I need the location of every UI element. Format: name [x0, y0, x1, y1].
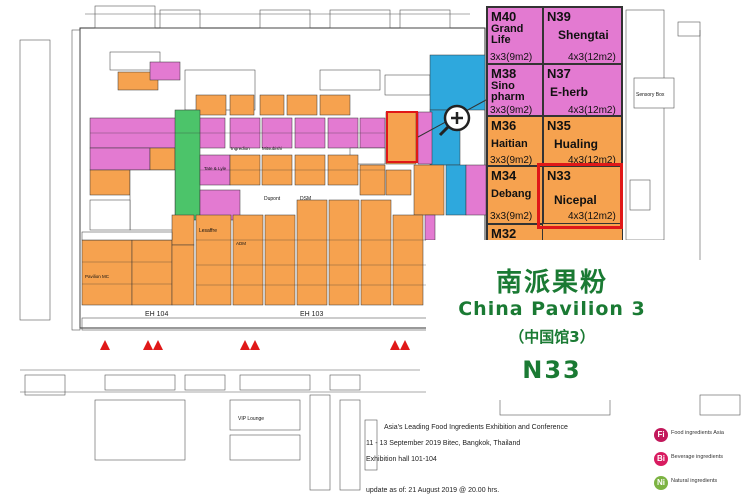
pavilion-name-cn2: （中国馆3）: [509, 328, 595, 346]
map-label-dupont: Dupont: [264, 196, 281, 202]
highlight-box-n33: [537, 163, 623, 229]
event-hall: Exhibition hall 101-104: [366, 456, 437, 463]
booth-size: 4x3(12m2): [568, 52, 616, 63]
booth-code: N37: [547, 66, 571, 81]
right-area: [625, 9, 701, 260]
booth-code: M40: [491, 9, 517, 24]
booth-code: M38: [491, 66, 517, 81]
pavilion-name-en: China Pavilion 3: [458, 298, 646, 320]
logo-label-ni: Natural ingredients: [671, 478, 718, 484]
zoom-panel: M40 Grand Life 3x3(9m2) N39 Shengtai 4x3…: [486, 6, 623, 242]
left-wall: [19, 29, 81, 331]
booth-name: Nicepal: [554, 193, 597, 207]
logo-label-bi: Beverage ingredients: [671, 454, 723, 460]
ni-logo-icon: Ni: [654, 476, 668, 490]
hall-label-eh104: EH 104: [145, 311, 168, 318]
event-dates: 11 - 13 September 2019 Bitec, Bangkok, T…: [366, 440, 521, 447]
booth-n37[interactable]: N37 E-herb 4x3(12m2): [543, 64, 622, 116]
booth-size: 3x3(9m2): [490, 105, 533, 116]
booth-size: 4x3(12m2): [568, 211, 616, 222]
booth-code: M32: [491, 226, 517, 241]
booth-name: Hualing: [554, 137, 598, 151]
booth-m34[interactable]: M34 Debang 3x3(9m2): [487, 166, 543, 224]
pavilion-name-cn: 南派果粉: [495, 268, 608, 298]
pavilion-booth-number: N33: [522, 356, 582, 384]
booth-m36[interactable]: M36 Haitian 3x3(9m2): [487, 116, 543, 166]
booth-name: Grand Life: [491, 23, 524, 46]
booth-n33[interactable]: N33 Nicepal 4x3(12m2): [543, 166, 622, 224]
update-timestamp: update as of: 21 August 2019 @ 20.00 hrs…: [366, 487, 500, 494]
map-label-pavilion-mc: Pavilion MC: [85, 274, 110, 279]
booth-size: 3x3(9m2): [490, 155, 533, 166]
booth-size: 3x3(9m2): [490, 211, 533, 222]
hall-label-eh103: EH 103: [300, 311, 323, 318]
top-rooms: [85, 5, 470, 29]
booth-blocks-upper: [81, 51, 487, 306]
booth-code: M34: [491, 168, 517, 183]
booth-name: Haitian: [491, 138, 528, 150]
fi-logo-icon: Fi: [654, 428, 668, 442]
map-label-ingredion: Ingredion: [231, 146, 250, 151]
booth-n35[interactable]: N35 Hualing 4x3(12m2): [543, 116, 622, 166]
map-label-mitsubishi: Mitsubishi: [262, 146, 282, 151]
map-label-sensory-box: Sensory Box: [636, 92, 665, 98]
booth-code: N33: [547, 168, 571, 183]
booth-code: M36: [491, 118, 517, 133]
bi-logo-icon: Bi: [654, 452, 668, 466]
booth-size: 3x3(9m2): [490, 52, 533, 63]
map-label-dsm: DSM: [300, 196, 311, 202]
booth-name: Shengtai: [558, 28, 609, 42]
map-label-tate-lyle: Tate & Lyle: [204, 166, 227, 171]
booth-m32[interactable]: M32: [487, 224, 543, 241]
booth-size: 4x3(12m2): [568, 155, 616, 166]
booth-size: 4x3(12m2): [568, 105, 616, 116]
booth-m38[interactable]: M38 Sino pharm 3x3(9m2): [487, 64, 543, 116]
logo-label-fi: Food ingredients Asia: [671, 430, 724, 436]
highlight-box-map: [386, 111, 418, 163]
booth-name: E-herb: [550, 85, 589, 99]
booth-code: N35: [547, 118, 571, 133]
map-label-lesaffre: Lesaffre: [199, 228, 217, 234]
map-label-adm: ADM: [236, 241, 246, 246]
event-title: Asia's Leading Food Ingredients Exhibiti…: [384, 424, 568, 431]
booth-grid: [82, 132, 427, 286]
exit-arrows: [100, 340, 410, 350]
booth-name: Debang: [491, 188, 532, 200]
map-label-vip-lounge: VIP Lounge: [238, 416, 264, 422]
booth-code: N39: [547, 9, 571, 24]
booth-n39[interactable]: N39 Shengtai 4x3(12m2): [543, 7, 622, 64]
pavilion-callout: 南派果粉 China Pavilion 3 （中国馆3） N33: [426, 240, 678, 400]
booth-m40[interactable]: M40 Grand Life 3x3(9m2): [487, 7, 543, 64]
booth-name: Sino pharm: [491, 80, 525, 103]
